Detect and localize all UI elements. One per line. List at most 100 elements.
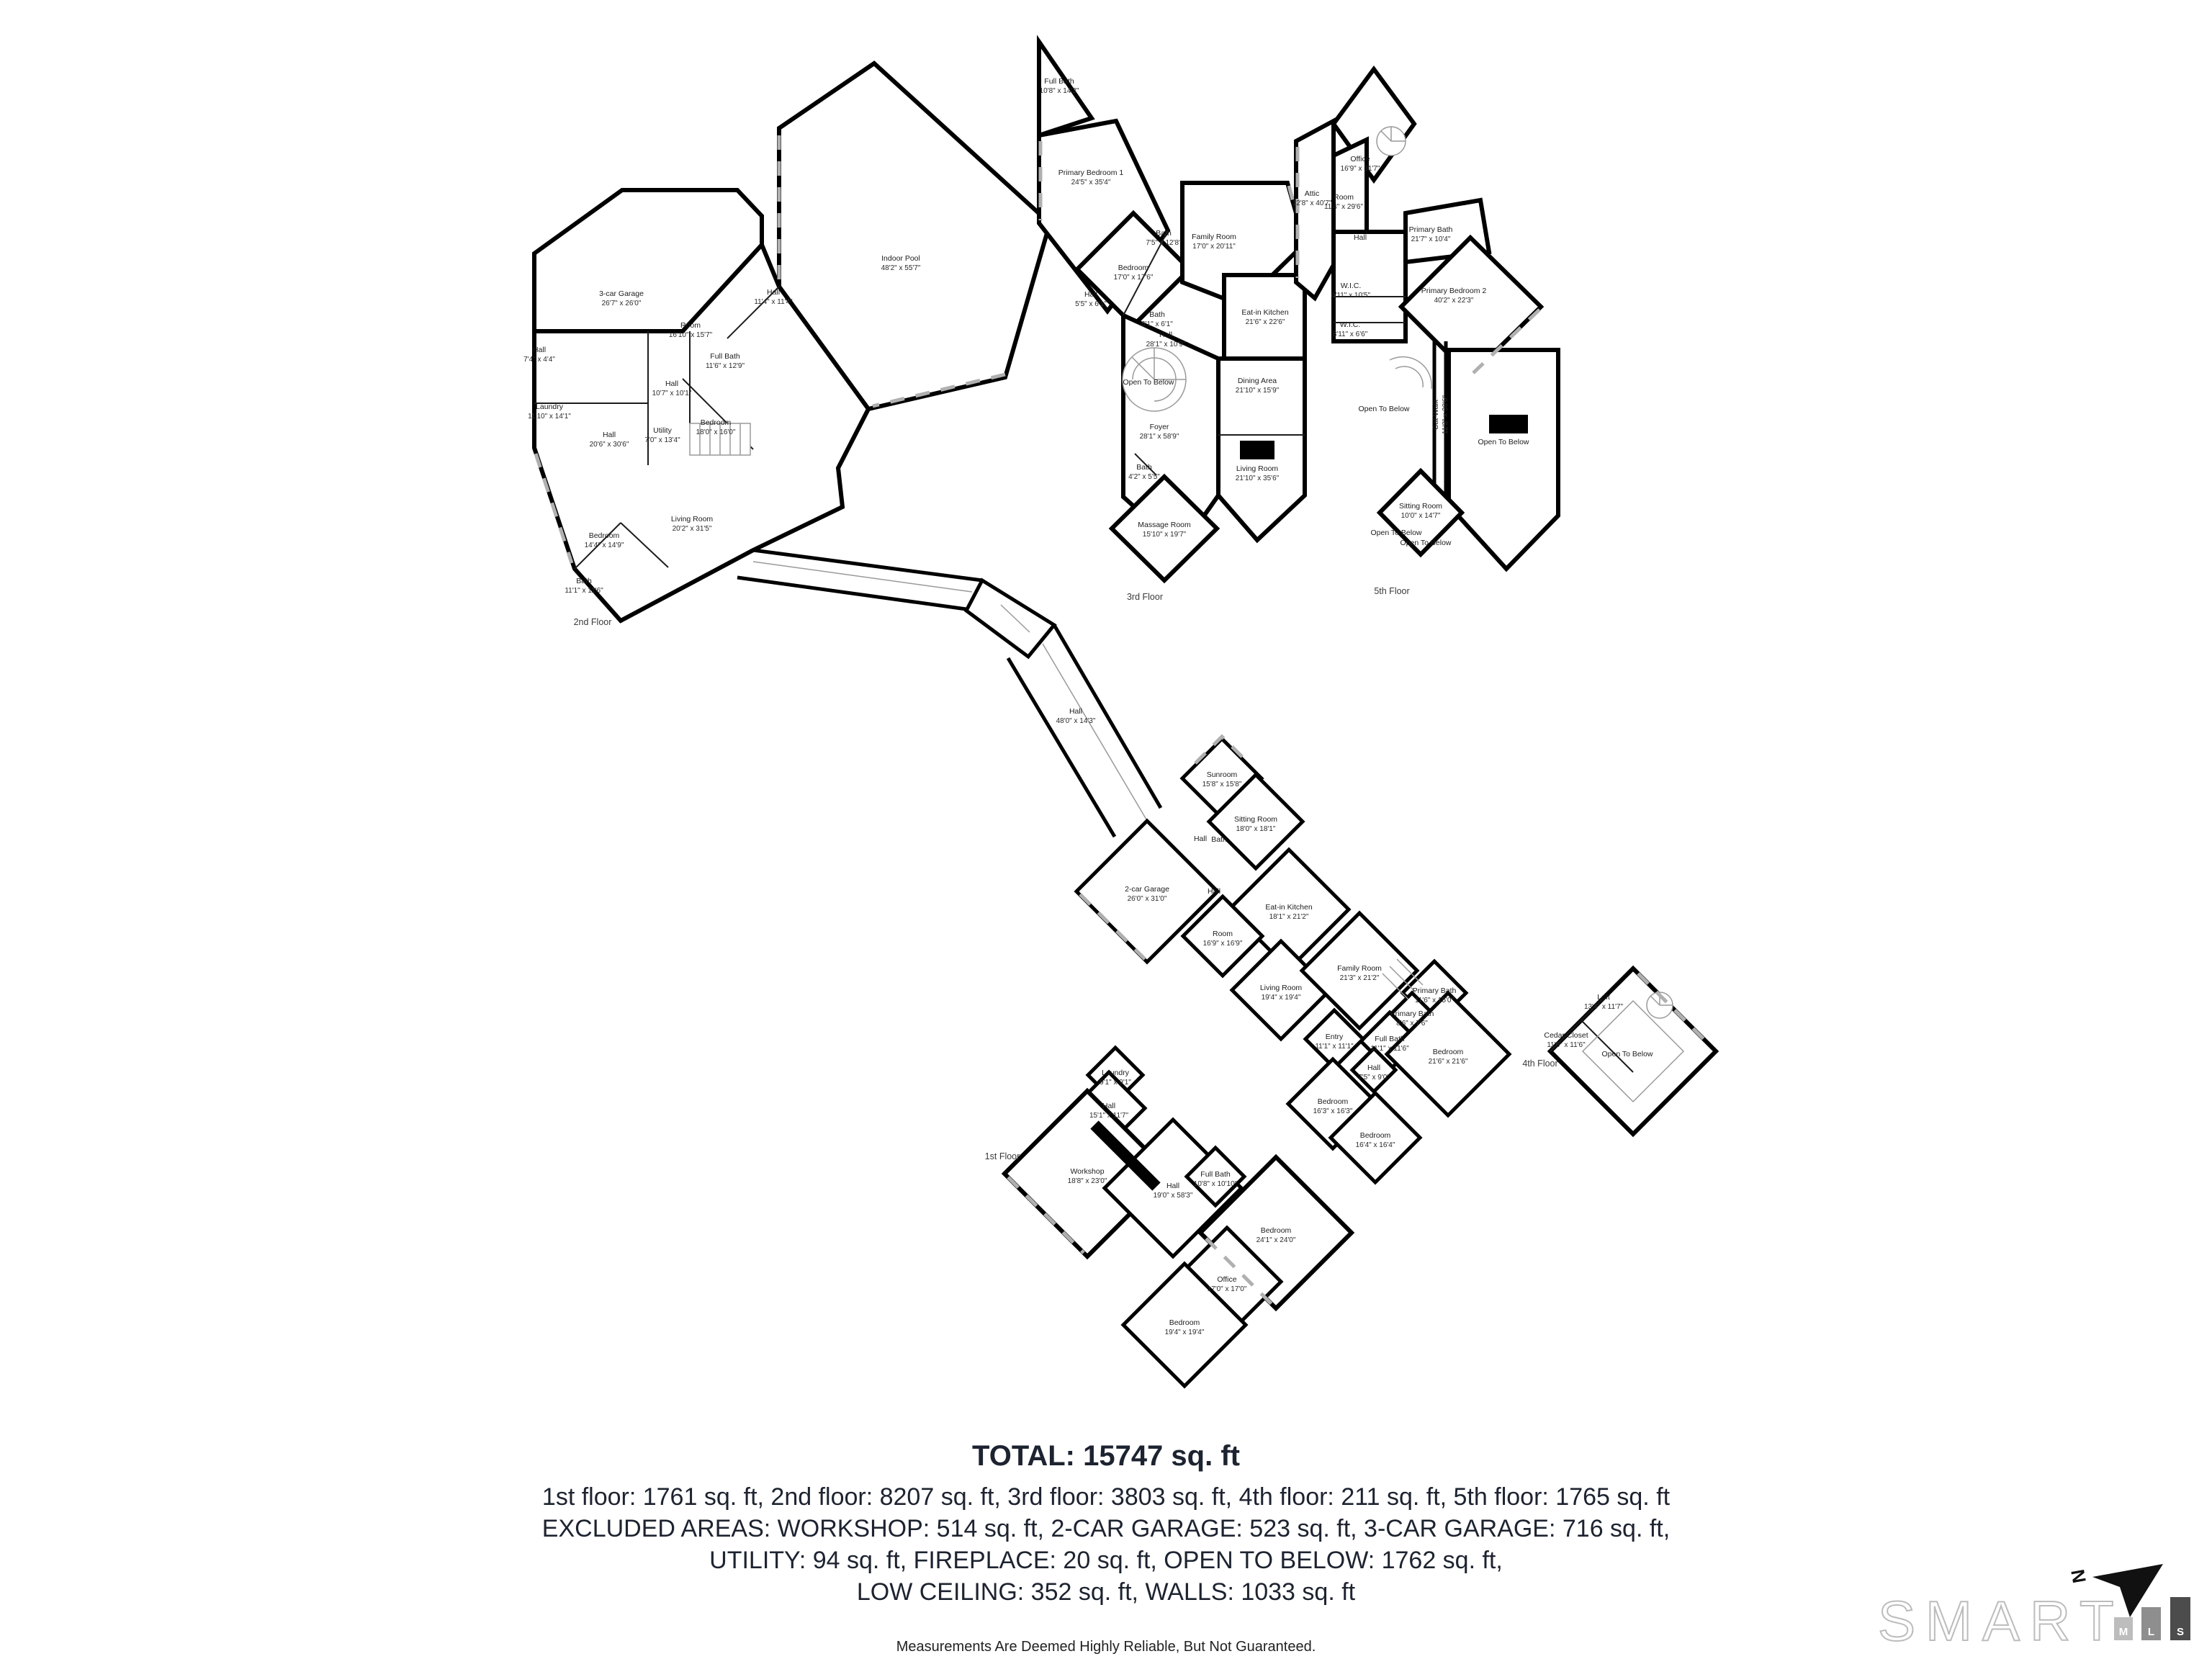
floor-plan-4th-floor (1547, 965, 1719, 1138)
spiral-stair-icon (1122, 347, 1187, 412)
floor-plan-1st-floor (1001, 1045, 1355, 1389)
floor-plan-3rd-floor (1037, 35, 1308, 584)
smartmls-logo: SMART (1877, 1588, 2124, 1653)
room-label: Open To Below (1358, 405, 1409, 413)
floor-section-label: 5th Floor (1374, 586, 1409, 596)
room-label: Open To Below (1370, 529, 1421, 537)
floor-section-label: 1st Floor (985, 1151, 1020, 1161)
north-label: N (2067, 1568, 2090, 1585)
floor-areas-line: 1st floor: 1761 sq. ft, 2nd floor: 8207 … (541, 1483, 1671, 1511)
room-label: Open To Below (1123, 378, 1174, 387)
spiral-stair-icon (1376, 126, 1406, 156)
room-label: Hall (1354, 233, 1367, 242)
room-label: Hall (1194, 835, 1207, 843)
floor-section-label: 2nd Floor (574, 617, 612, 627)
dining-table-icon (1240, 441, 1274, 459)
room-label: Open To Below (1601, 1050, 1653, 1058)
room-label: Open To Below (1478, 438, 1529, 446)
north-arrow-icon (2092, 1564, 2163, 1617)
floor-plan-2nd-floor (532, 60, 1053, 624)
logo-bar-l: L (2141, 1607, 2161, 1640)
floor-section-label: 4th Floor (1522, 1058, 1557, 1069)
stairs-icon (689, 423, 751, 456)
fireplace-icon (1489, 415, 1528, 433)
spiral-stair-icon (1646, 992, 1673, 1019)
room-label: Bath (1211, 835, 1227, 844)
smartmls-logo-text: SMART (1877, 1588, 2124, 1653)
excluded-areas-line-3: LOW CEILING: 352 sq. ft, WALLS: 1033 sq.… (856, 1578, 1356, 1606)
room-label: Open To Below (1400, 539, 1451, 547)
excluded-areas-line-1: EXCLUDED AREAS: WORKSHOP: 514 sq. ft, 2-… (541, 1515, 1671, 1542)
logo-bar-s: S (2170, 1597, 2190, 1640)
excluded-areas-line-2: UTILITY: 94 sq. ft, FIREPLACE: 20 sq. ft… (709, 1547, 1503, 1574)
room-label: Hall (1208, 887, 1220, 896)
north-arrow: N (2067, 1564, 2163, 1617)
floor-plan-sunroom-wing (1074, 734, 1512, 1185)
disclaimer-text: Measurements Are Deemed Highly Reliable,… (896, 1639, 1316, 1655)
walkway-corridors (737, 548, 1163, 838)
floor-labels: 1st Floor 2nd Floor 3rd Floor 4th Floor 5th … (574, 586, 1558, 1161)
floor-section-label: 3rd Floor (1127, 592, 1163, 602)
